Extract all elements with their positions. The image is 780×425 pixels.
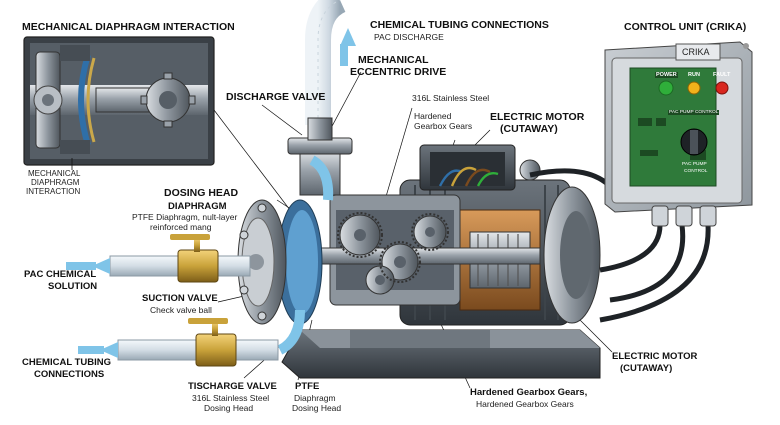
label-chem-tubing-bottom-2: CONNECTIONS [34,370,104,380]
power-label: POWER [655,72,678,78]
label-motor-right-2: (CUTAWAY) [620,364,672,374]
inset-caption-3: INTERACTION [26,188,80,196]
label-chem-tubing-bottom-1: CHEMICAL TUBING [22,358,111,368]
label-ptfe-3: Dosing Head [292,404,341,413]
label-pac-solution-1: PAC CHEMICAL [24,270,96,280]
inset-title: MECHANICAL DIAPHRAGM INTERACTION [22,22,235,33]
label-tischarge-2: 316L Stainless Steel [192,394,269,403]
run-label: RUN [688,72,700,78]
control-box [605,42,752,226]
label-suction-valve: SUCTION VALVE [142,294,218,304]
run-light [688,82,700,94]
label-dosing-head: DOSING HEAD [164,188,238,199]
label-motor-top-1: ELECTRIC MOTOR [490,112,584,123]
label-pac-discharge: PAC DISCHARGE [374,33,444,42]
label-diaphragm-sub-1: PTFE Diaphragm, nult-layer [132,213,237,222]
label-hardened-1: Hardened [414,112,451,121]
pcb-label: PAC PUMP CONTROL [668,110,719,115]
label-diaphragm: DIAPHRAGM [168,202,227,212]
label-mech-drive-1: MECHANICAL [358,55,429,66]
label-chemical-tubing-top: CHEMICAL TUBING CONNECTIONS [370,20,549,31]
label-tischarge-1: TISCHARGE VALVE [188,382,277,392]
label-motor-right-1: ELECTRIC MOTOR [612,352,697,362]
label-pac-solution-2: SOLUTION [48,282,97,292]
fault-label: FAULT [713,72,730,78]
control-unit-title: CONTROL UNIT (CRIKA) [624,22,746,33]
knob-label-1: PAC PUMP [682,162,707,167]
label-check-valve-ball: Check valve ball [150,306,212,315]
label-discharge-valve: DISCHARGE VALVE [226,92,325,103]
label-316l: 316L Stainless Steel [412,94,489,103]
label-tischarge-3: Dosing Head [204,404,253,413]
label-motor-top-2: (CUTAWAY) [500,124,558,135]
inset-detail [24,37,214,170]
label-mech-drive-2: ECCENTRIC DRIVE [350,67,446,78]
label-gears-bottom-2: Hardened Gearbox Gears [476,400,574,409]
fault-light [716,82,728,94]
label-diaphragm-sub-2: reinforced mang [150,223,211,232]
discharge-tube [318,0,356,125]
flow-arrow-up [340,28,356,46]
label-hardened-2: Gearbox Gears [414,122,472,131]
control-brand: CRIKA [682,47,710,57]
label-ptfe-1: PTFE [295,382,319,392]
pump-base [282,330,600,378]
knob-label-2: CONTROL [684,169,707,174]
label-gears-bottom-1: Hardened Gearbox Gears, [470,388,587,398]
label-ptfe-2: Diaphragm [294,394,336,403]
power-light [659,81,673,95]
